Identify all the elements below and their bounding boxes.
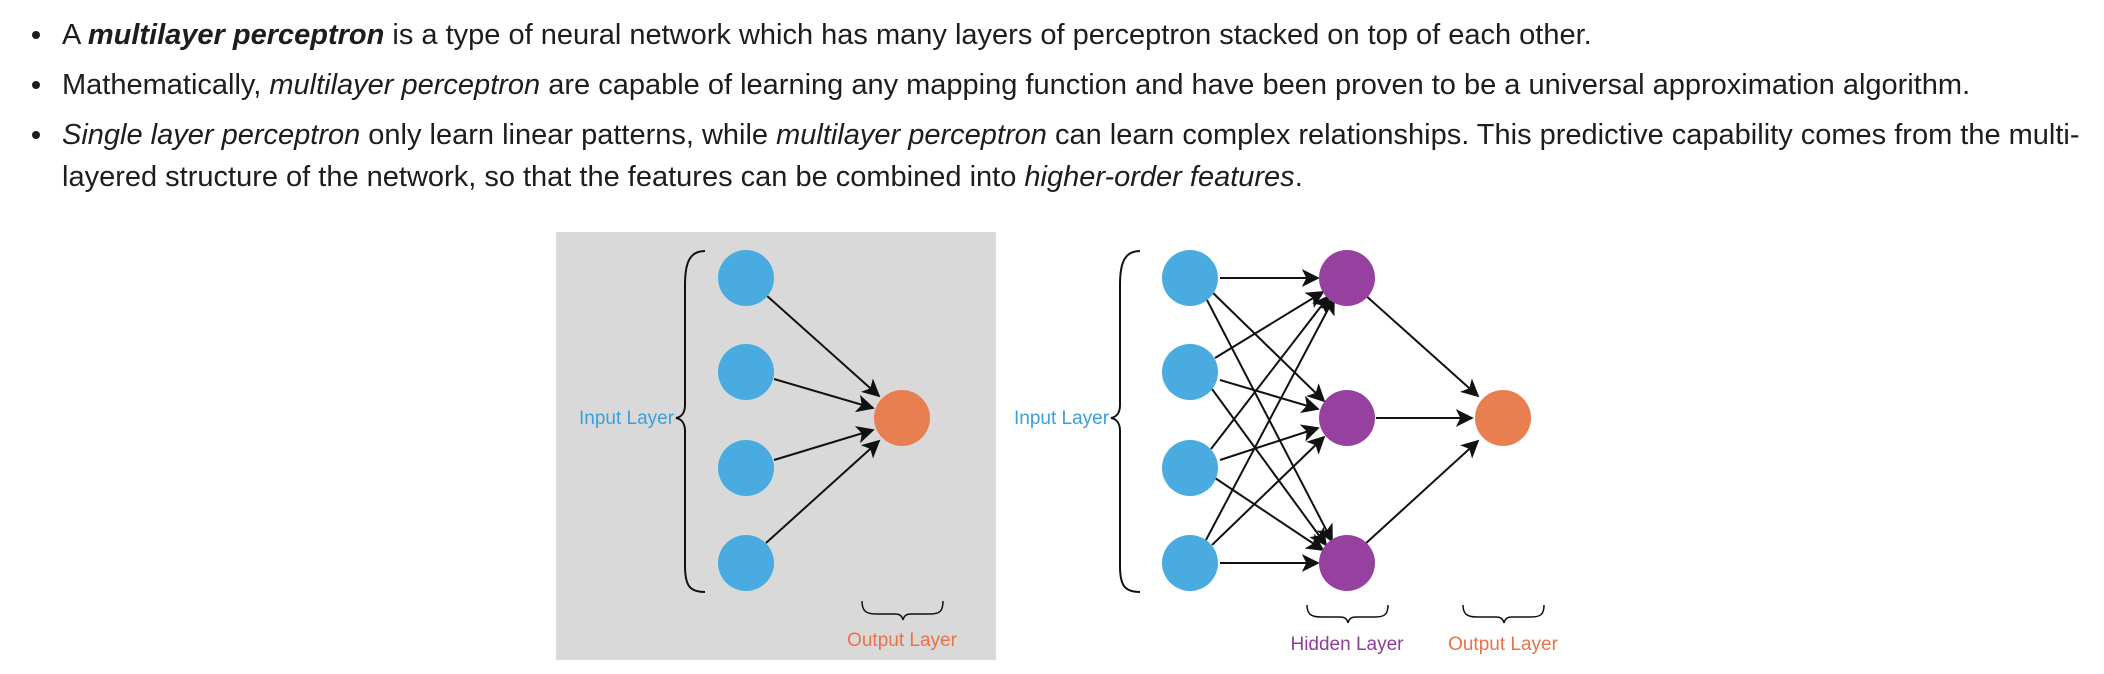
edge <box>1363 439 1480 546</box>
bullet-dot <box>32 31 40 39</box>
input-node <box>718 250 774 306</box>
input-brace <box>1110 250 1141 593</box>
edge <box>1219 424 1320 461</box>
bullet-dot <box>32 81 40 89</box>
input-node <box>718 535 774 591</box>
emphasis-term: higher-order features <box>1024 161 1295 193</box>
single-layer-panel: Input Layer Output Layer <box>556 232 996 660</box>
emphasis-term: multilayer perceptron <box>87 19 385 51</box>
text: can learn complex relationships. This pr… <box>62 119 2080 193</box>
output-brace <box>1462 604 1545 624</box>
bullet-item-1: A multilayer perceptron is a type of neu… <box>32 14 2104 56</box>
output-brace <box>861 600 944 621</box>
output-node <box>874 390 930 446</box>
text: Mathematically, <box>62 69 270 101</box>
emphasis-term: multilayer perceptron <box>776 119 1047 151</box>
text: are capable of learning any mapping func… <box>540 69 1971 101</box>
edge <box>1214 291 1325 359</box>
edge <box>765 439 881 544</box>
hidden-node <box>1319 535 1375 591</box>
bullet-item-2: Mathematically, multilayer perceptron ar… <box>32 64 2104 106</box>
output-layer-label: Output Layer <box>847 630 958 651</box>
input-node <box>1162 535 1218 591</box>
edges <box>1205 269 1480 572</box>
edge <box>1219 379 1320 414</box>
edge <box>773 426 875 461</box>
input-node <box>1162 250 1218 306</box>
input-layer-label: Input Layer <box>579 408 675 429</box>
edges <box>765 294 881 544</box>
emphasis-term: Single layer perceptron <box>62 119 361 151</box>
text: is a type of neural network which has ma… <box>384 19 1592 51</box>
bullet-dot <box>32 131 40 139</box>
hidden-node <box>1319 390 1375 446</box>
text: only learn linear patterns, while <box>360 119 777 151</box>
edge <box>1211 388 1328 547</box>
edge <box>1205 296 1335 541</box>
input-brace <box>675 250 706 593</box>
output-node <box>1475 390 1531 446</box>
hidden-node <box>1319 250 1375 306</box>
edge <box>1363 293 1480 398</box>
bullet-item-3: Single layer perceptron only learn linea… <box>32 114 2104 198</box>
input-node <box>718 344 774 400</box>
bullet-list: A multilayer perceptron is a type of neu… <box>0 14 2104 206</box>
edge <box>773 378 875 413</box>
text: . <box>1294 161 1303 193</box>
emphasis-term: multilayer perceptron <box>269 69 541 101</box>
edge <box>1211 291 1326 403</box>
input-layer-label: Input Layer <box>1014 408 1110 429</box>
hidden-brace <box>1306 604 1389 624</box>
input-node <box>1162 440 1218 496</box>
input-node <box>1162 344 1218 400</box>
input-node <box>718 440 774 496</box>
output-layer-label: Output Layer <box>1448 634 1559 655</box>
hidden-layer-label: Hidden Layer <box>1290 634 1404 655</box>
multilayer-panel: Input Layer <box>1014 250 1559 655</box>
edge <box>1211 435 1326 546</box>
edge <box>765 294 881 398</box>
text: A <box>62 19 88 51</box>
edge <box>1210 294 1331 450</box>
panel-background <box>556 232 996 660</box>
